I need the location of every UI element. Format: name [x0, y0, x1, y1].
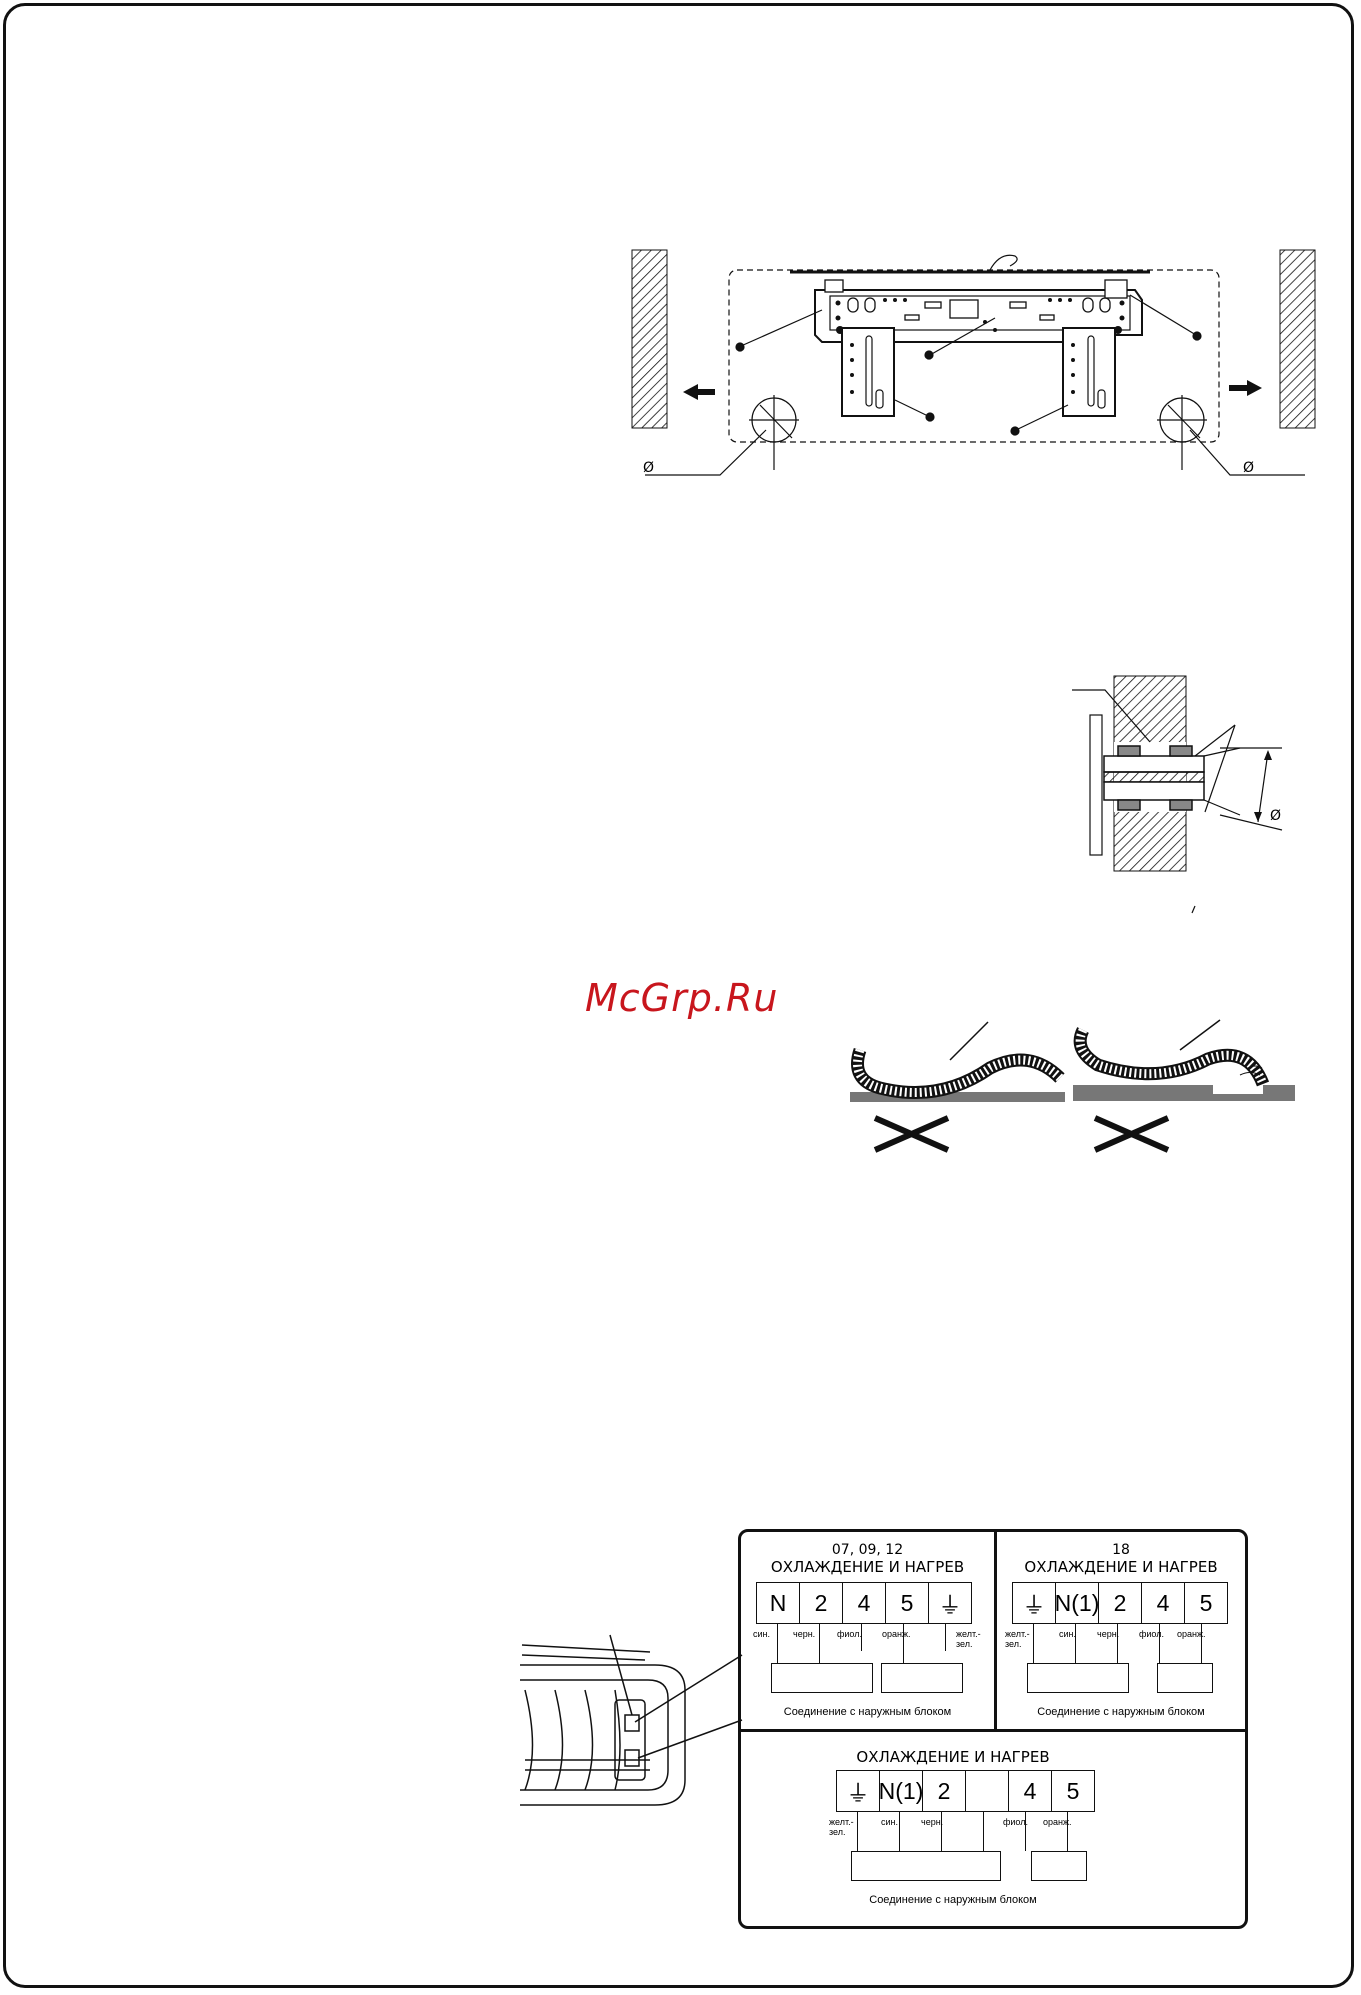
panel-a-mode: ОХЛАЖДЕНИЕ И НАГРЕВ	[770, 1558, 965, 1576]
terminal-cell: 2	[800, 1583, 843, 1623]
wire-label: оранж.	[1043, 1817, 1072, 1827]
terminal-cell: 5	[1199, 1589, 1213, 1616]
wire-label: фиол.	[1003, 1817, 1028, 1827]
connection-box	[881, 1663, 963, 1693]
terminal-cell: 4	[1142, 1583, 1185, 1623]
terminal-cell: 5	[1066, 1777, 1080, 1804]
panel-b-model: 18	[1112, 1542, 1130, 1558]
connection-caption: Соединение с наружным блоком	[1037, 1706, 1205, 1718]
right-wall	[1279, 249, 1316, 429]
connection-box	[851, 1851, 1001, 1881]
watermark: McGrp.Ru	[585, 976, 779, 1020]
ground-terminal-icon: ⏚	[938, 1592, 962, 1618]
wire-label: син.	[753, 1629, 770, 1639]
wire-label: син.	[881, 1817, 898, 1827]
connection-box	[1027, 1663, 1129, 1693]
wire-label: син.	[1059, 1629, 1076, 1639]
terminal-cell: 4	[1009, 1771, 1052, 1811]
panel-a-model: 07, 09, 12	[831, 1542, 904, 1558]
right-diameter-label: Ø	[1243, 460, 1254, 476]
connection-box	[1157, 1663, 1213, 1693]
ground-terminal-icon: ⏚	[1013, 1583, 1056, 1623]
wire-label: оранж.	[1177, 1629, 1206, 1639]
wire-label: желт.- зел.	[1005, 1629, 1030, 1649]
panel-a-terminal-block: N 2 4 5 ⏚	[756, 1582, 972, 1624]
panel-c-terminal-block: ⏚ N(1) 2 4 5	[836, 1770, 1095, 1812]
terminal-cell: N(1)	[1055, 1583, 1099, 1623]
wire-label: черн.	[793, 1629, 816, 1639]
wiring-panel-a: 07, 09, 12 ОХЛАЖДЕНИЕ И НАГРЕВ N 2 4 5 ⏚…	[741, 1532, 994, 1729]
wall-diameter-label: Ø	[1270, 808, 1281, 824]
wire-label: фиол.	[837, 1629, 862, 1639]
wire-label: черн.	[1097, 1629, 1120, 1639]
wiring-panel-b: 18 ОХЛАЖДЕНИЕ И НАГРЕВ ⏚ N(1) 2 4 5 желт…	[997, 1532, 1245, 1729]
wiring-diagrams: 07, 09, 12 ОХЛАЖДЕНИЕ И НАГРЕВ N 2 4 5 ⏚…	[738, 1529, 1248, 1929]
connection-caption: Соединение с наружным блоком	[869, 1894, 1037, 1906]
left-diameter-label: Ø	[643, 460, 654, 476]
wiring-panel-c: ОХЛАЖДЕНИЕ И НАГРЕВ ⏚ N(1) 2 4 5 желт.- …	[741, 1732, 1245, 1926]
wire-label: желт.- зел.	[956, 1629, 981, 1649]
terminal-cell: N	[757, 1583, 800, 1623]
panel-b-terminal-block: ⏚ N(1) 2 4 5	[1012, 1582, 1228, 1624]
wire-label: оранж.	[882, 1629, 911, 1639]
connection-box	[771, 1663, 873, 1693]
terminal-cell: 2	[1099, 1583, 1142, 1623]
wire-label: фиол.	[1139, 1629, 1164, 1639]
wire-label: желт.- зел.	[829, 1817, 854, 1837]
connection-caption: Соединение с наружным блоком	[783, 1706, 952, 1718]
unit-outline	[728, 269, 1220, 443]
panel-c-mode: ОХЛАЖДЕНИЕ И НАГРЕВ	[856, 1748, 1050, 1766]
right-bracket	[1062, 327, 1116, 417]
page-frame	[3, 3, 1354, 1988]
terminal-cell: 4	[843, 1583, 886, 1623]
left-wall	[631, 249, 668, 429]
terminal-cell: 5	[886, 1583, 929, 1623]
connection-box	[1031, 1851, 1087, 1881]
ground-terminal-icon: ⏚	[837, 1771, 880, 1811]
panel-b-mode: ОХЛАЖДЕНИЕ И НАГРЕВ	[1024, 1558, 1218, 1576]
terminal-cell: N(1)	[879, 1771, 923, 1811]
terminal-cell: 2	[923, 1771, 966, 1811]
terminal-cell	[966, 1771, 1009, 1811]
left-bracket	[841, 327, 895, 417]
wire-label: черн.	[921, 1817, 944, 1827]
